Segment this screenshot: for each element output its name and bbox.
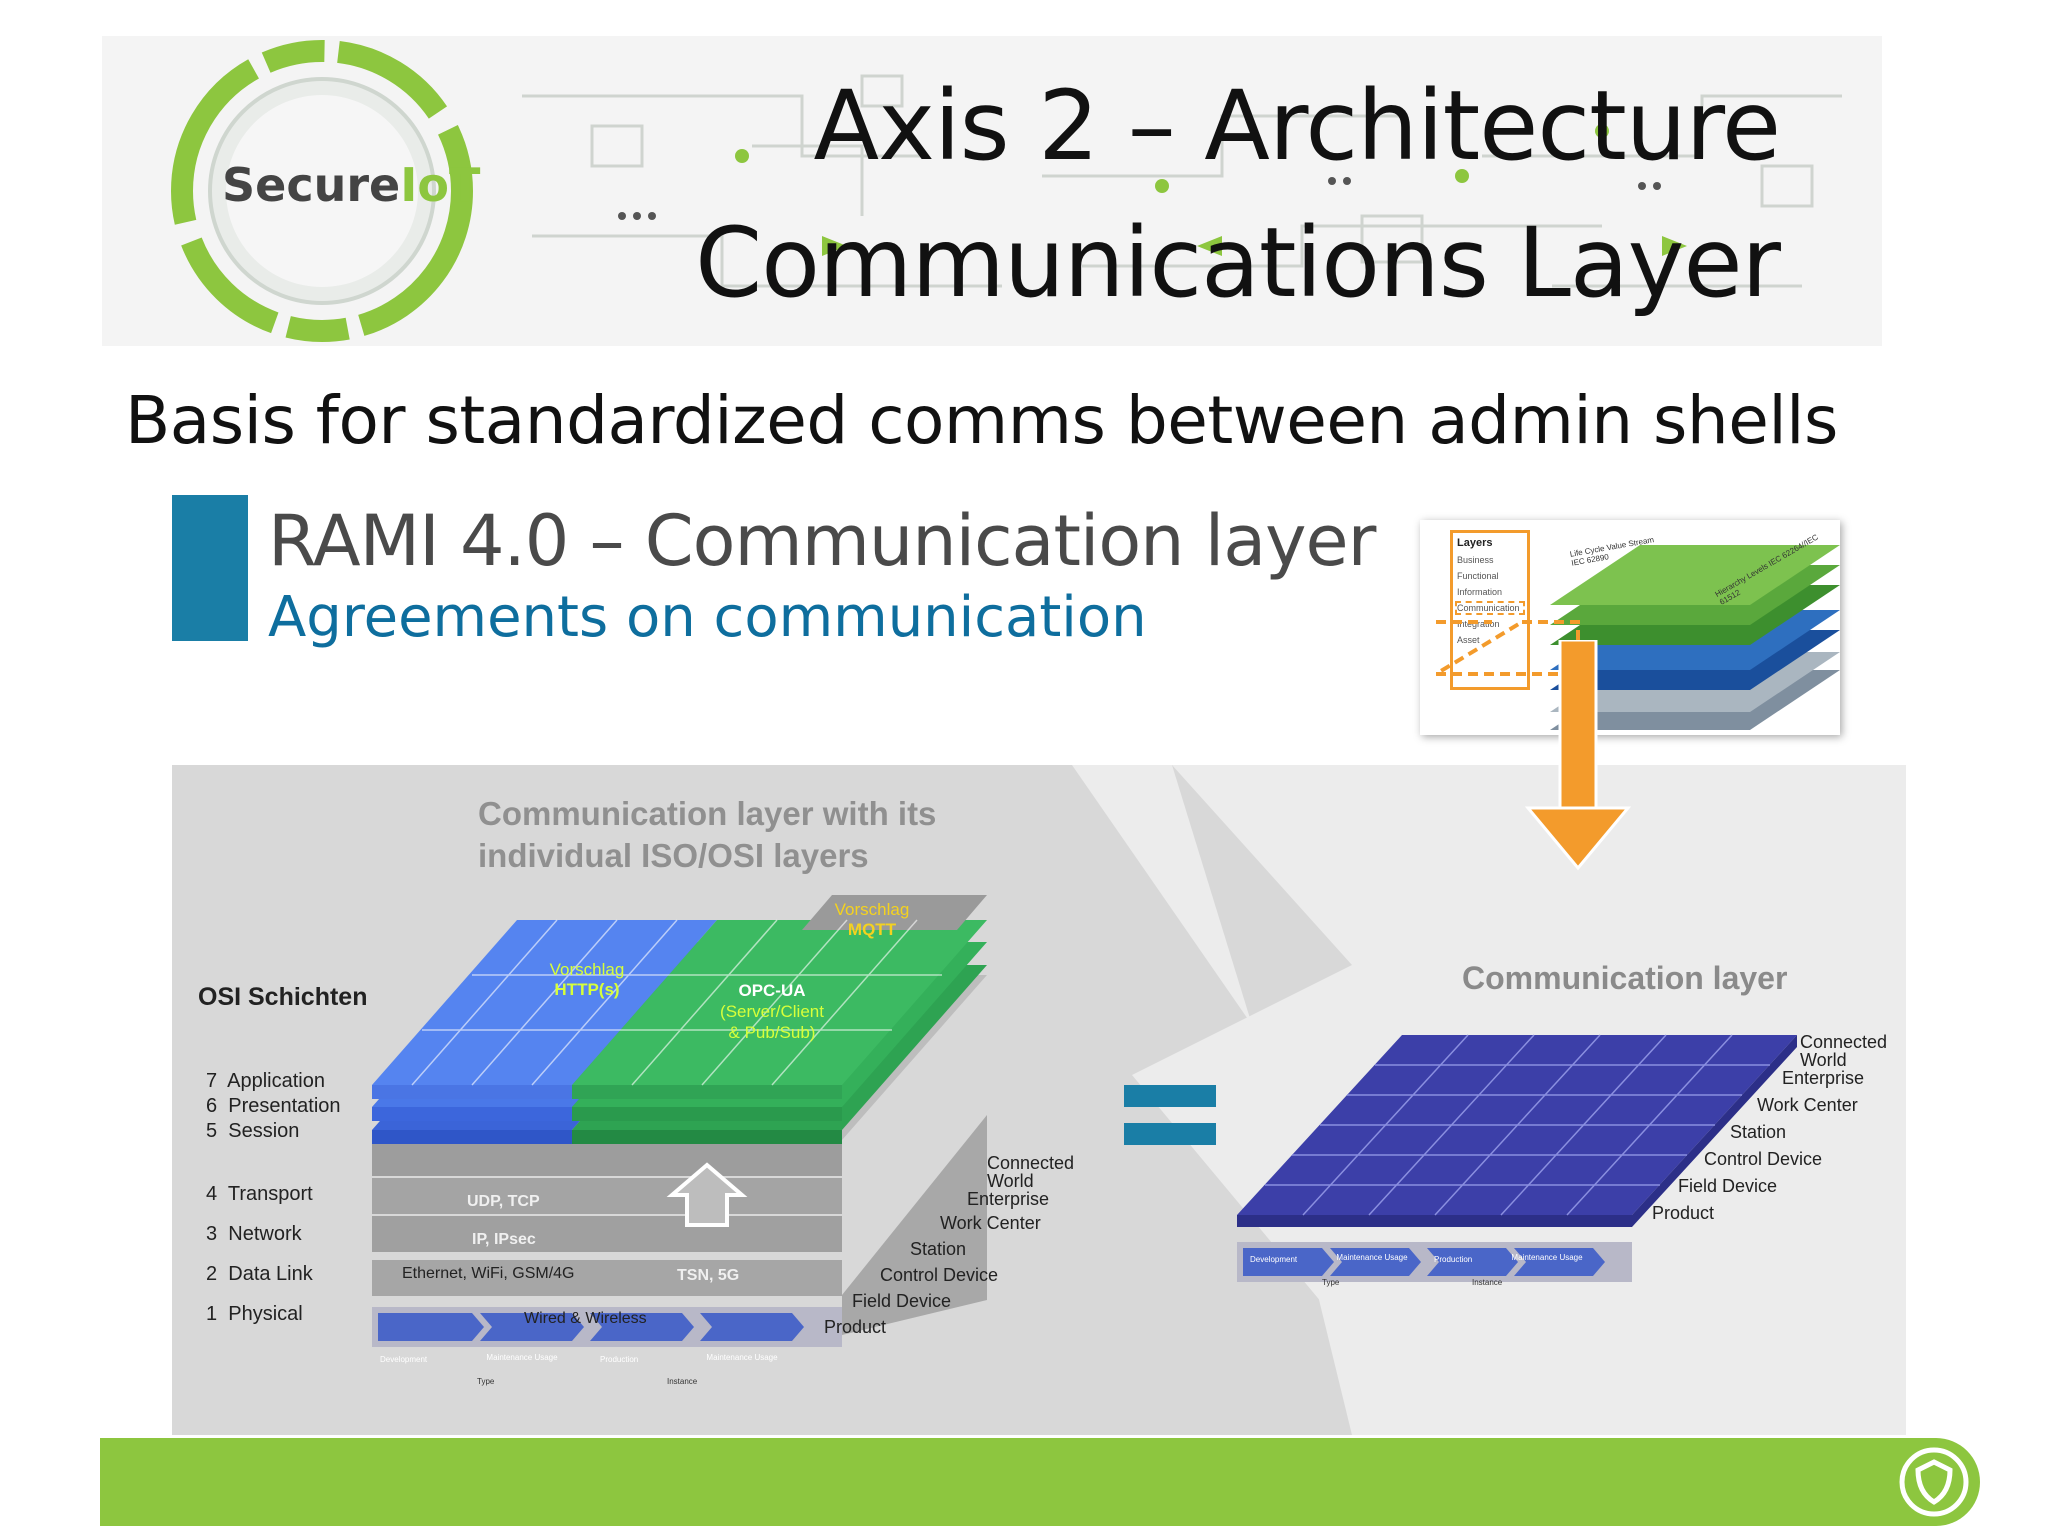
thumbnail-layers-heading: Layers [1457,537,1493,549]
mqtt-label: Vorschlag MQTT [834,900,910,939]
tsn-label: TSN, 5G [677,1267,740,1284]
udp-tcp-label: UDP, TCP [467,1193,540,1210]
thumbnail-layer-item: Business [1457,555,1494,565]
left-hierarchy-controldevice: Control Device [880,1265,999,1285]
slide-title-line2: Communications Layer [695,207,1781,319]
application-layers [372,895,987,1144]
right-lifecycle-bar [1237,1242,1632,1282]
osi-layer-1: 1 Physical [206,1303,303,1325]
right-hierarchy-world: World [1800,1050,1847,1070]
diagram-panel: Communication layer with its individual … [172,765,1906,1435]
thumbnail-layer-stack [1550,545,1840,730]
right-type-label: Type [1322,1278,1340,1287]
right-diagram-heading: Communication layer [1462,960,1788,996]
left-lifecycle-bar [372,1307,842,1347]
left-layer-stack [372,895,987,1347]
left-type-label: Type [477,1377,495,1386]
rami-title: RAMI 4.0 – Communication layer [268,500,1376,582]
right-hierarchy-product: Product [1652,1203,1715,1223]
left-hierarchy-workcenter: Work Center [940,1213,1041,1233]
slide-subtitle: Basis for standardized comms between adm… [125,382,1838,459]
left-instance-label: Instance [667,1377,698,1386]
thumbnail-layer-item: Information [1457,587,1503,597]
shield-icon [1899,1447,1969,1517]
thumbnail-layer-item: Asset [1457,635,1480,645]
left-lifecycle-production: Production [600,1355,639,1364]
right-lifecycle-maintenance-1: Maintenance Usage [1336,1253,1408,1262]
thumbnail-layers-box: Layers Business Functional Information C… [1450,530,1530,690]
osi-layer-3: 3 Network [206,1223,302,1245]
footer-bar [100,1438,1980,1526]
wired-label: Wired & Wireless [524,1310,647,1327]
rami-accent-bar [172,495,248,641]
right-lifecycle-maintenance-2: Maintenance Usage [1511,1253,1583,1262]
right-hierarchy-controldevice: Control Device [1704,1149,1823,1169]
left-hierarchy-product: Product [824,1317,887,1337]
left-lifecycle-maintenance-1: Maintenance Usage [486,1353,558,1362]
left-lifecycle-development: Development [380,1355,428,1364]
right-instance-label: Instance [1472,1278,1503,1287]
ip-ipsec-label: IP, IPsec [472,1231,536,1248]
osi-layer-6: 6 Presentation [206,1095,341,1117]
right-hierarchy-fielddevice: Field Device [1678,1176,1778,1196]
thumbnail-layer-item: Communication [1455,601,1525,615]
left-diagram-heading-line2: individual ISO/OSI layers [478,837,869,874]
logo-text: SecureIoT [222,158,480,212]
opcua-label: OPC-UA (Server/Client & Pub/Sub) [720,981,824,1042]
thumbnail-layer-item: Integration [1457,619,1500,629]
left-hierarchy-enterprise: Enterprise [967,1189,1050,1209]
osi-layer-7: 7 Application [206,1070,325,1092]
left-hierarchy-station: Station [910,1239,967,1259]
rami-subtitle: Agreements on communication [268,585,1147,650]
thumbnail-layer-item: Functional [1457,571,1499,581]
left-hierarchy-world: World [987,1171,1034,1191]
right-lifecycle-production: Production [1434,1255,1473,1264]
left-diagram-heading-line1: Communication layer with its [478,795,937,832]
osi-layer-5: 5 Session [206,1120,300,1142]
orange-dashed-bracket [1432,620,1580,676]
http-label: Vorschlag HTTP(s) [549,960,625,999]
logo-text-iot: IoT [400,158,481,212]
slide-title-line1: Axis 2 – Architecture [813,70,1781,182]
rami-thumbnail: Layers Business Functional Information C… [1420,520,1840,735]
secureiot-logo [171,40,473,342]
circuit-background [522,74,1842,288]
left-hierarchy-connected: Connected [987,1153,1075,1173]
header-banner: SecureIoT [102,36,1882,346]
equals-sign [1124,1085,1216,1107]
ethernet-label: Ethernet, WiFi, GSM/4G [402,1265,575,1282]
left-lifecycle-maintenance-2: Maintenance Usage [706,1353,778,1362]
right-hierarchy-station: Station [1730,1122,1787,1142]
equals-sign-lower [1124,1123,1216,1145]
right-lifecycle-development: Development [1250,1255,1298,1264]
osi-layer-2: 2 Data Link [206,1263,313,1285]
right-hierarchy-connected: Connected [1800,1032,1888,1052]
logo-text-secure: Secure [222,158,401,212]
right-hierarchy-workcenter: Work Center [1757,1095,1858,1115]
right-communication-plane [1237,1034,1797,1282]
up-arrow-icon [666,1162,748,1227]
right-hierarchy-enterprise: Enterprise [1782,1068,1865,1088]
left-hierarchy-fielddevice: Field Device [852,1291,952,1311]
osi-heading: OSI Schichten [198,983,368,1011]
osi-layer-4: 4 Transport [206,1183,313,1205]
